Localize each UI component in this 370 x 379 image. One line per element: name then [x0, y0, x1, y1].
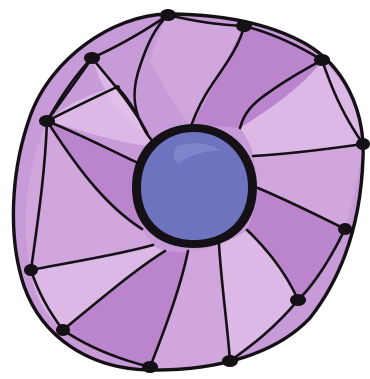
node-13	[114, 85, 120, 89]
node-8	[142, 361, 158, 373]
node-5	[338, 223, 352, 235]
node-1	[160, 9, 176, 21]
node-12	[84, 52, 100, 64]
node-4	[356, 138, 370, 150]
node-3	[314, 54, 330, 66]
node-9	[56, 324, 70, 336]
node-10	[24, 264, 38, 276]
nucleus-group	[132, 124, 257, 248]
node-6	[290, 294, 306, 306]
node-11	[39, 115, 55, 127]
node-2	[236, 20, 252, 32]
node-7	[222, 355, 238, 367]
